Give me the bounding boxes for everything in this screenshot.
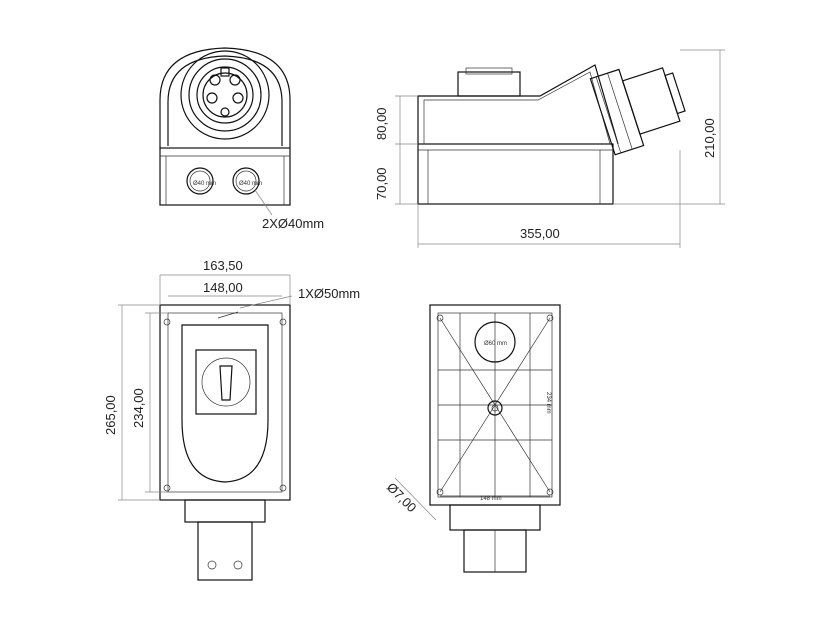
dim-height-bottom: 70,00 xyxy=(374,167,389,200)
dim-height-total: 210,00 xyxy=(702,118,717,158)
center-hole-label: Ø60 mm xyxy=(484,341,507,347)
dim-width-outer: 163,50 xyxy=(203,258,243,273)
dim-width-inner: 148,00 xyxy=(203,280,243,295)
knockout-label-left: Ø40 mm xyxy=(193,181,216,187)
top-view: 163,50 148,00 1XØ50mm 265,00 234,00 xyxy=(103,258,360,581)
dim-height-inner: 234,00 xyxy=(131,388,146,428)
dim-length-total: 355,00 xyxy=(520,226,560,241)
top-hole-callout: 1XØ50mm xyxy=(298,286,360,301)
dim-height-outer: 265,00 xyxy=(103,395,118,435)
dim-height-top: 80,00 xyxy=(374,107,389,140)
side-holes-callout: 2XØ40mm xyxy=(262,216,324,231)
horizontal-spacing-label: 148 mm xyxy=(480,496,502,502)
side-view: 80,00 70,00 210,00 355,00 xyxy=(374,49,725,248)
vertical-spacing-label: 234 mm xyxy=(545,392,551,414)
back-view: Ø60 mm 234 mm 148 mm Ø7,00 xyxy=(384,304,561,573)
knockout-label-right: Ø40 mm xyxy=(239,181,262,187)
front-view: Ø40 mm Ø40 mm 2XØ40mm xyxy=(159,47,324,231)
